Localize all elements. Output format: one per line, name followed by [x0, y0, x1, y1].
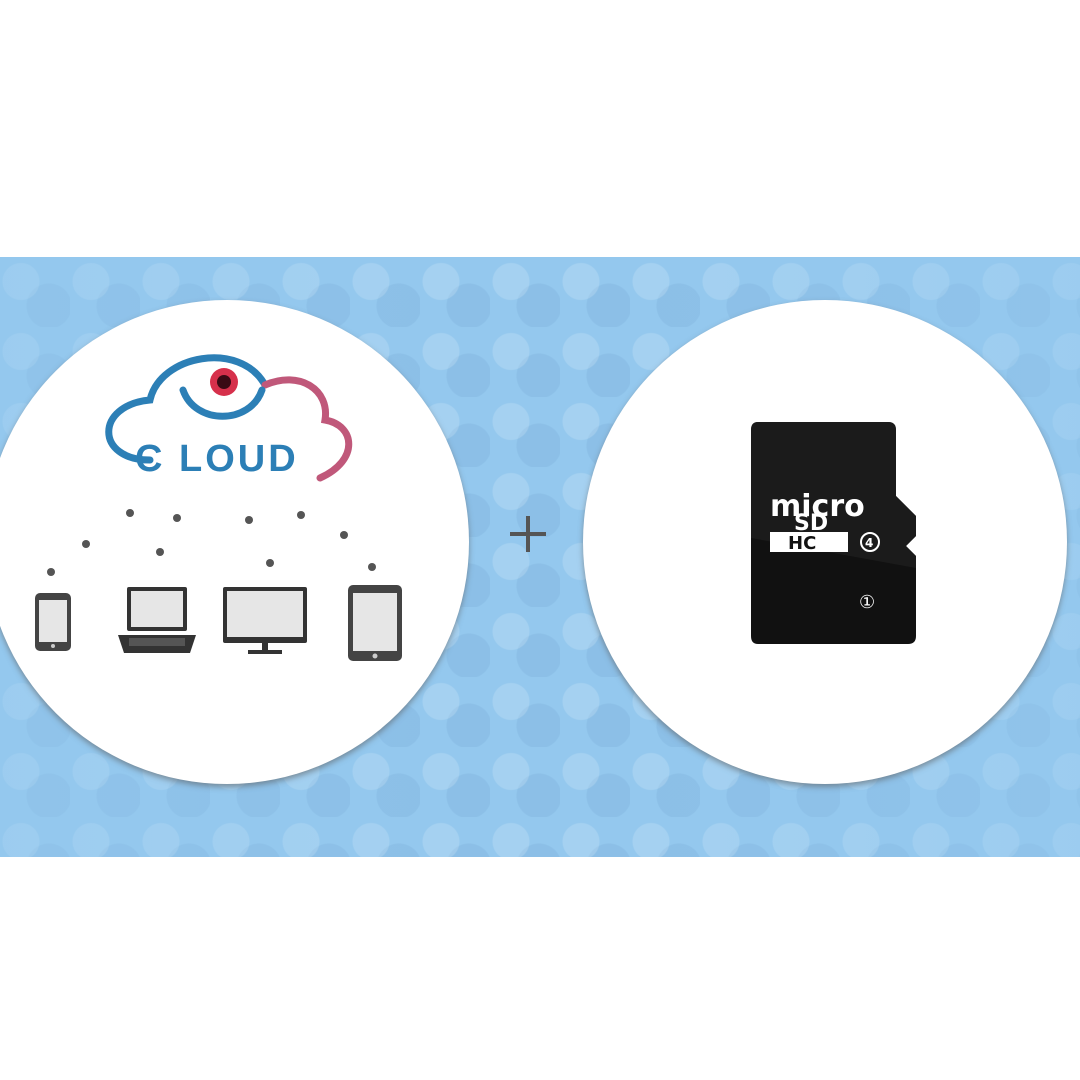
lens-arc	[179, 386, 266, 420]
class-label: 4	[865, 536, 873, 550]
monitor-icon	[223, 587, 307, 654]
cloud-logo-graphic	[47, 354, 376, 576]
cloud-outline-left	[105, 354, 269, 464]
uhs-mark: ①	[859, 592, 875, 613]
micro-label: micro	[770, 489, 865, 524]
device-row	[35, 585, 402, 661]
cloud-outline-right	[261, 376, 353, 482]
tablet-icon	[348, 585, 402, 661]
microsd-card-icon: micro SD HC 4 ①	[751, 422, 916, 644]
plus-icon	[510, 516, 546, 552]
hc-box	[770, 532, 848, 552]
sd-label: SD	[794, 511, 828, 536]
hc-label: HC	[788, 533, 816, 554]
cloud-logo-text: C LOUD	[135, 438, 299, 480]
smartphone-icon	[35, 593, 71, 651]
laptop-icon	[118, 587, 196, 653]
